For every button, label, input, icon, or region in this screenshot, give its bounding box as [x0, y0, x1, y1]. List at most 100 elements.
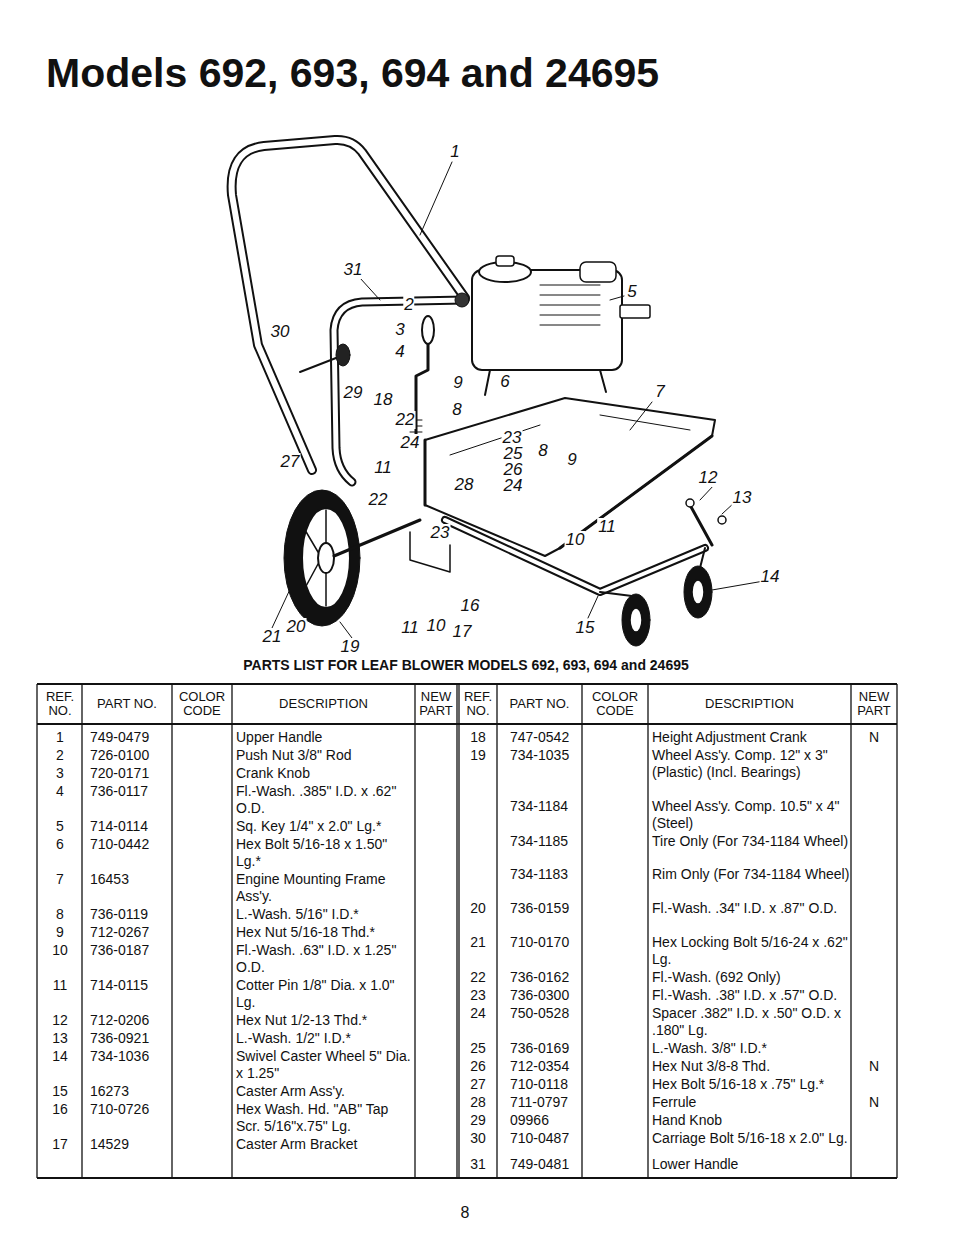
table-cell: 12 [38, 1012, 82, 1029]
table-cell: 734-1035 [510, 747, 582, 764]
callout-number: 11 [597, 518, 617, 536]
table-cell: 25 [459, 1040, 497, 1057]
table-cell: Swivel Caster Wheel 5" Dia. x 1.25" [236, 1048, 414, 1082]
table-cell: Fl.-Wash. .38" I.D. x .57" O.D. [652, 987, 850, 1004]
table-cell: Caster Arm Ass'y. [236, 1083, 414, 1100]
callout-number: 14 [760, 568, 781, 586]
table-cell: 736-0169 [510, 1040, 582, 1057]
table-caption: PARTS LIST FOR LEAF BLOWER MODELS 692, 6… [150, 657, 782, 673]
table-cell: Height Adjustment Crank [652, 729, 850, 746]
callout-number: 9 [452, 374, 463, 392]
table-header: COLOR CODE [582, 690, 648, 718]
table-cell: Upper Handle [236, 729, 414, 746]
table-cell: 09966 [510, 1112, 582, 1129]
table-cell: 17 [38, 1136, 82, 1153]
grid-line [581, 684, 582, 1178]
grid-line [231, 684, 232, 1178]
callout-number: 22 [368, 491, 389, 509]
grid-line [37, 1177, 897, 1179]
table-cell: Fl.-Wash. .63" I.D. x 1.25" O.D. [236, 942, 414, 976]
callout-number: 24 [400, 434, 421, 452]
table-header: DESCRIPTION [648, 697, 851, 711]
grid-line [496, 684, 497, 1178]
table-cell: 26 [459, 1058, 497, 1075]
callout-number: 29 [343, 384, 364, 402]
table-cell: 27 [459, 1076, 497, 1093]
table-cell: 13 [38, 1030, 82, 1047]
table-cell: 736-0300 [510, 987, 582, 1004]
table-cell: 710-0170 [510, 934, 582, 951]
table-cell: Hex Bolt 5/16-18 x .75" Lg.* [652, 1076, 850, 1093]
callout-number: 17 [452, 623, 473, 641]
callout-number: 1 [449, 143, 460, 161]
table-cell: Wheel Ass'y. Comp. 10.5" x 4" (Steel) [652, 798, 850, 832]
table-cell: 711-0797 [510, 1094, 582, 1111]
table-cell: Hand Knob [652, 1112, 850, 1129]
table-cell: 736-0159 [510, 900, 582, 917]
table-cell: 2 [38, 747, 82, 764]
table-cell: Ferrule [652, 1094, 850, 1111]
grid-line [850, 684, 851, 1178]
table-cell: Cotter Pin 1/8" Dia. x 1.0" Lg. [236, 977, 414, 1011]
grid-line [36, 684, 37, 1178]
table-cell: Hex Bolt 5/16-18 x 1.50" Lg.* [236, 836, 414, 870]
table-cell: 20 [459, 900, 497, 917]
table-cell: Spacer .382" I.D. x .50" O.D. x .180" Lg… [652, 1005, 850, 1039]
table-cell: 29 [459, 1112, 497, 1129]
table-cell: 4 [38, 783, 82, 800]
table-cell: 14529 [90, 1136, 172, 1153]
grid-line [896, 684, 897, 1178]
table-cell: 16 [38, 1101, 82, 1118]
table-cell: Carriage Bolt 5/16-18 x 2.0" Lg. [652, 1130, 850, 1147]
table-cell: 736-0119 [90, 906, 172, 923]
table-cell: 1 [38, 729, 82, 746]
grid-line [81, 684, 82, 1178]
table-header: PART NO. [497, 697, 582, 711]
table-cell: 19 [459, 747, 497, 764]
table-cell: 750-0528 [510, 1005, 582, 1022]
callout-number: 24 [503, 477, 524, 495]
table-cell: Tire Only (For 734-1184 Wheel) [652, 833, 850, 850]
callout-number: 16 [460, 597, 481, 615]
grid-line [414, 684, 415, 1178]
grid-line [456, 684, 457, 1178]
table-header: REF. NO. [459, 690, 497, 718]
table-cell: Hex Wash. Hd. "AB" Tap Scr. 5/16"x.75" L… [236, 1101, 414, 1135]
table-cell: 11 [38, 977, 82, 994]
table-cell: Crank Knob [236, 765, 414, 782]
callout-number: 13 [732, 489, 753, 507]
table-cell: 714-0114 [90, 818, 172, 835]
table-cell: 22 [459, 969, 497, 986]
table-cell: 734-1036 [90, 1048, 172, 1065]
table-cell: L.-Wash. 5/16" I.D.* [236, 906, 414, 923]
callout-number: 2 [403, 296, 414, 314]
table-cell: 736-0921 [90, 1030, 172, 1047]
table-cell: Hex Nut 1/2-13 Thd.* [236, 1012, 414, 1029]
callout-number: 6 [499, 373, 510, 391]
callout-number: 23 [430, 524, 451, 542]
table-cell: 749-0479 [90, 729, 172, 746]
table-cell: 734-1185 [510, 833, 582, 850]
table-cell: Fl.-Wash. .34" I.D. x .87" O.D. [652, 900, 850, 917]
table-cell: 3 [38, 765, 82, 782]
table-cell: 710-0118 [510, 1076, 582, 1093]
callout-number: 4 [394, 343, 405, 361]
table-cell: N [851, 1094, 897, 1111]
grid-line [37, 683, 897, 685]
table-cell: 10 [38, 942, 82, 959]
table-cell: 28 [459, 1094, 497, 1111]
callout-number: 11 [400, 619, 420, 637]
table-cell: 21 [459, 934, 497, 951]
grid-line [458, 684, 459, 1178]
table-cell: Rim Only (For 734-1184 Wheel) [652, 866, 850, 883]
callout-number: 3 [394, 321, 405, 339]
table-cell: 31 [459, 1156, 497, 1173]
grid-line [171, 684, 172, 1178]
table-cell: 18 [459, 729, 497, 746]
table-cell: 9 [38, 924, 82, 941]
table-cell: 23 [459, 987, 497, 1004]
callout-number: 20 [286, 618, 307, 636]
callout-number: 12 [698, 469, 719, 487]
table-cell: Push Nut 3/8" Rod [236, 747, 414, 764]
callout-number: 9 [566, 451, 577, 469]
